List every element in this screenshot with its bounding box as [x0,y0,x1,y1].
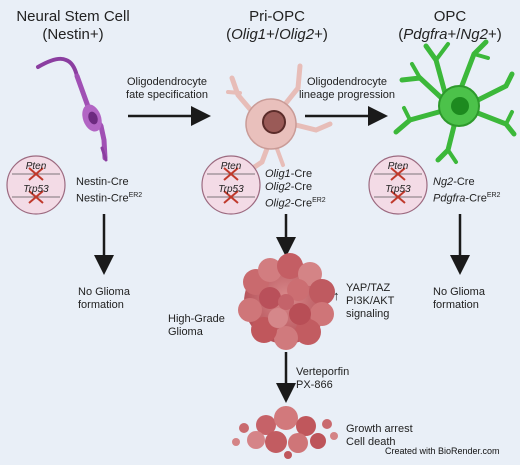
genotype-circle-pri-opc [201,155,261,215]
cre-lines-opc: Ng2-Cre Pdgfra-CreER2 [433,176,501,205]
title-neural-stem-cell: Neural Stem Cell (Nestin+) [8,8,138,44]
title-pri-opc: Pri-OPC (Olig1+/Olig2+) [212,8,342,44]
gene-trp53-opc: Trp53 [385,184,411,195]
title-nsc-line1: Neural Stem Cell [16,8,130,25]
genotype-circle-nsc [6,155,66,215]
title-pri-opc-line2: (Olig1+/Olig2+) [226,26,328,43]
biorender-credit: Created with BioRender.com [385,446,500,456]
title-opc: OPC (Pdgfra+/Ng2+) [385,8,515,44]
glioma-tumor-icon [238,253,335,350]
gene-pten-nsc: Pten [25,161,47,172]
cre-lines-nsc: Nestin-Cre Nestin-CreER2 [76,176,143,205]
label-signaling: YAP/TAZ PI3K/AKT signaling [346,282,395,320]
opc-cell-icon [393,39,517,164]
title-pri-opc-line1: Pri-OPC [249,8,305,25]
label-growth-arrest: Growth arrest Cell death [346,423,413,448]
outcome-opc-no-glioma: No Glioma formation [433,286,485,311]
cre-lines-pri-opc: Olig1-Cre Olig2-Cre Olig2-CreER2 [265,168,326,210]
label-high-grade-glioma: High-Grade Glioma [168,313,225,338]
gene-trp53-pri-opc: Trp53 [218,184,244,195]
label-drugs: Verteporfin PX-866 [296,366,350,391]
pri-opc-cell-icon [226,63,333,173]
gene-pten-opc: Pten [387,161,409,172]
gene-pten-pri-opc: Pten [220,161,242,172]
label-lineage-progression: Oligodendrocyte lineage progression [298,76,395,101]
dying-cells-icon [232,406,338,459]
title-opc-line1: OPC [433,8,467,25]
genotype-circle-opc [368,155,428,215]
outcome-nsc-no-glioma: No Glioma formation [78,286,130,311]
gene-trp53-nsc: Trp53 [23,184,49,195]
neural-stem-cell-icon [36,56,108,162]
label-fate-specification: Oligodendrocyte fate specification [126,76,208,101]
up-arrow-icon: ↑ [333,288,340,303]
title-nsc-line2: (Nestin+) [42,26,104,43]
title-opc-line2: (Pdgfra+/Ng2+) [398,26,502,43]
